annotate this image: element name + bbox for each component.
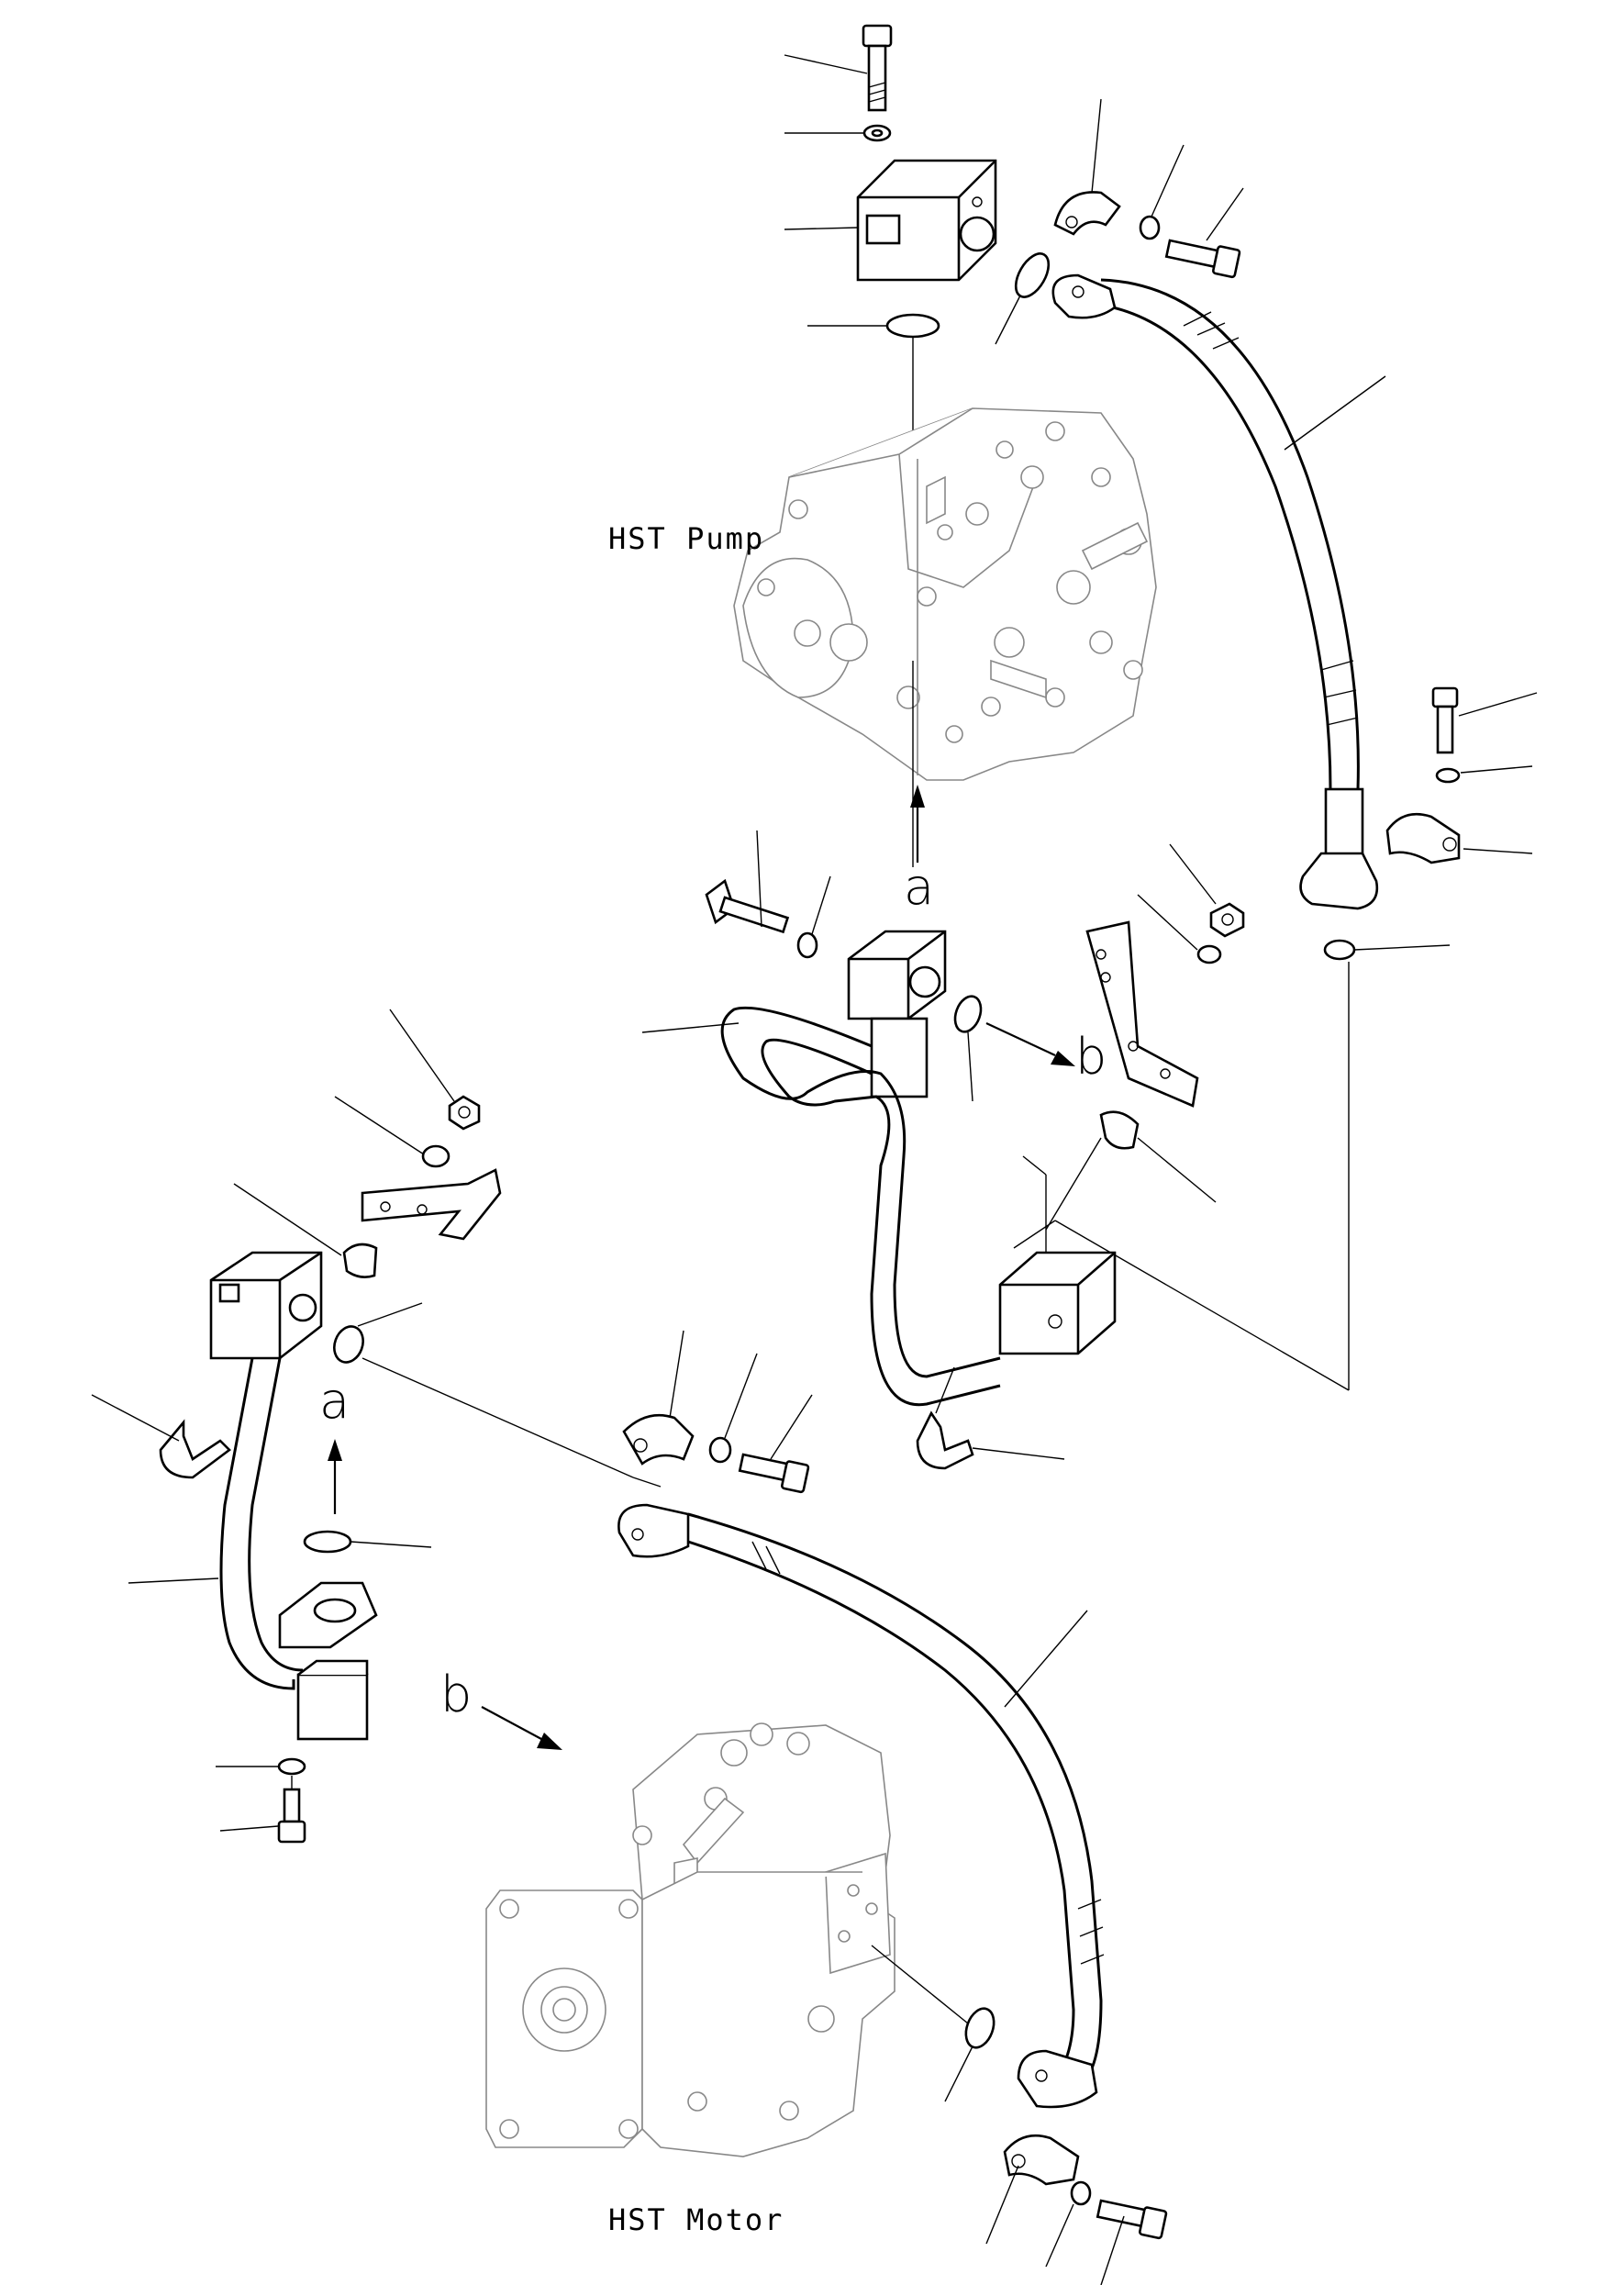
split-flange-block-left xyxy=(209,1251,323,1360)
arrow-b-lower xyxy=(481,1706,562,1750)
bolt-middle xyxy=(705,878,790,934)
half-clamp-right xyxy=(1385,812,1461,864)
oring-right xyxy=(1323,939,1356,961)
pipe-left xyxy=(219,1357,304,1690)
split-flange-block-lower-middle xyxy=(998,1251,1117,1355)
hose-upper-right xyxy=(1051,273,1379,910)
label-hst-motor: HST Motor xyxy=(608,2202,784,2237)
bracket-left xyxy=(361,1168,502,1241)
clip-upper xyxy=(1099,1110,1140,1150)
oring-top-b xyxy=(1014,252,1051,298)
label-ref-b-lower: b xyxy=(440,1666,473,1723)
pipe-middle xyxy=(720,1006,1001,1407)
hose-lower xyxy=(617,1503,1105,2109)
oring-middle xyxy=(953,995,983,1033)
half-clamp-lower xyxy=(622,1413,695,1466)
half-clamp-bottom xyxy=(1003,2134,1080,2186)
split-flange-block-middle xyxy=(847,930,947,1098)
washer-right xyxy=(1435,767,1461,784)
label-ref-a-upper: a xyxy=(904,858,935,916)
oring-top-a xyxy=(885,313,940,339)
top-bolt xyxy=(862,24,893,112)
top-washer xyxy=(862,124,892,142)
bolt-right xyxy=(1431,686,1459,754)
label-ref-a-lower: a xyxy=(319,1372,350,1430)
oring-left-upper xyxy=(333,1325,364,1364)
oring-left-lower xyxy=(303,1530,352,1554)
bolt-left-lower xyxy=(277,1788,306,1844)
oring-motor xyxy=(964,2007,996,2049)
arrow-b-upper xyxy=(985,1022,1075,1066)
bolt-bottom xyxy=(1096,2199,1168,2240)
label-hst-pump: HST Pump xyxy=(608,521,765,556)
label-ref-b-upper: b xyxy=(1075,1028,1107,1086)
bolt-lower-hose xyxy=(738,1453,810,1494)
washer-bottom xyxy=(1070,2180,1092,2206)
elbow-fitting-middle xyxy=(916,1410,974,1470)
nut-upper xyxy=(1209,902,1245,938)
washer-left-upper xyxy=(421,1144,450,1168)
elbow-fitting-left xyxy=(159,1419,231,1479)
washer-left-lower xyxy=(277,1757,306,1776)
washer-lower-hose xyxy=(708,1436,732,1464)
washer-top-right xyxy=(1139,215,1161,240)
bracket-upper xyxy=(1085,920,1199,1108)
split-flange-block-left-lower xyxy=(278,1581,378,1741)
hst-pump-illustration xyxy=(733,407,1157,781)
clip-left xyxy=(342,1243,378,1278)
nut-left xyxy=(448,1095,481,1131)
washer-bracket-upper xyxy=(1196,944,1222,964)
washer-middle xyxy=(796,931,818,959)
arrow-a-lower xyxy=(328,1439,342,1514)
split-flange-block-top xyxy=(856,159,997,282)
arrow-a-upper xyxy=(910,785,925,863)
half-clamp-top-right xyxy=(1053,191,1121,236)
hst-motor-illustration xyxy=(485,1722,895,2157)
bolt-top-right xyxy=(1164,239,1241,279)
